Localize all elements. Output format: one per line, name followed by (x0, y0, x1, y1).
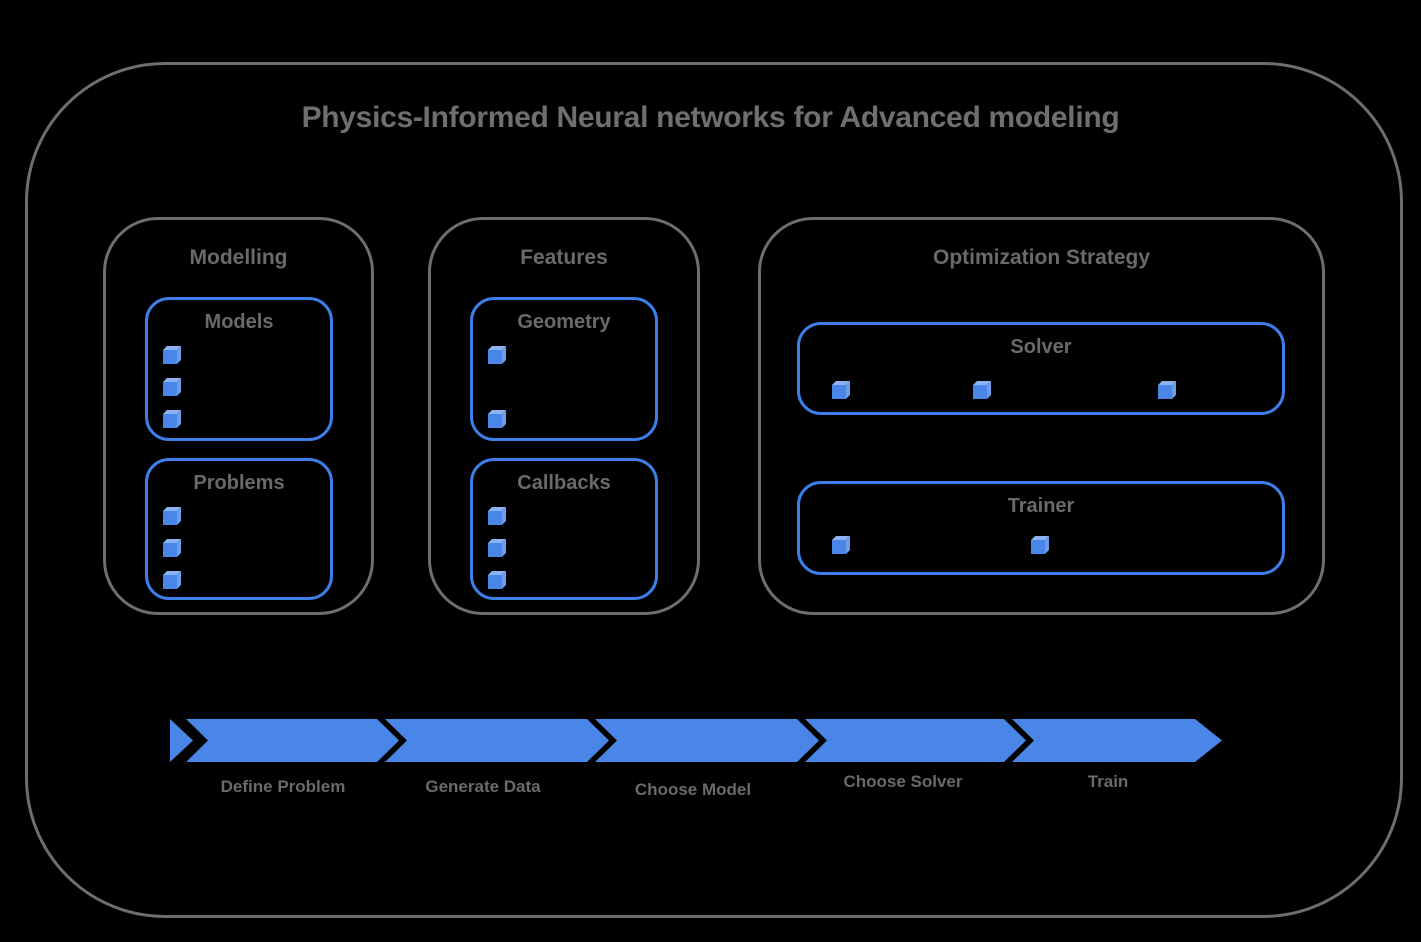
bullet-list (800, 484, 1282, 572)
cube-bullet-icon (488, 511, 502, 525)
card-geometry: Geometry (470, 297, 658, 441)
flow-segment-icon (186, 719, 399, 762)
card-models-label: Models (204, 311, 274, 333)
cube-bullet-icon (1158, 385, 1172, 399)
cube-bullet-icon (1031, 540, 1045, 554)
cube-bullet-icon (488, 575, 502, 589)
bullet-list (800, 325, 1282, 412)
cube-bullet-icon (488, 414, 502, 428)
card-problems: Problems (145, 458, 333, 600)
group-features-label: Features (520, 246, 608, 269)
flow-segment-icon (595, 719, 819, 762)
flow-segment-arrowhead-icon (1012, 719, 1222, 762)
cube-bullet-icon (163, 511, 177, 525)
group-optimization-strategy-label: Optimization Strategy (932, 246, 1151, 269)
flow-step-choose-model: Choose Model (634, 780, 752, 799)
card-callbacks: Callbacks (470, 458, 658, 600)
group-modelling-label: Modelling (189, 246, 288, 269)
flow-step-choose-solver: Choose Solver (843, 772, 963, 791)
group-modelling: Modelling (103, 217, 374, 615)
cube-bullet-icon (488, 350, 502, 364)
card-solver-label: Solver (1010, 336, 1072, 358)
bullet-list (163, 350, 177, 428)
cube-bullet-icon (163, 543, 177, 557)
diagram-title: Physics-Informed Neural networks for Adv… (301, 101, 1120, 134)
cube-bullet-icon (488, 543, 502, 557)
cube-bullet-icon (163, 414, 177, 428)
flow-step-define-problem: Define Problem (220, 777, 346, 796)
outer-frame (25, 62, 1403, 918)
flow-step-generate-data: Generate Data (425, 777, 541, 796)
cube-bullet-icon (163, 575, 177, 589)
card-solver: Solver (797, 322, 1285, 415)
bullet-list (488, 350, 502, 428)
cube-bullet-icon (832, 540, 846, 554)
cube-bullet-icon (163, 382, 177, 396)
card-callbacks-label: Callbacks (517, 472, 611, 494)
cube-bullet-icon (832, 385, 846, 399)
cube-bullet-icon (163, 350, 177, 364)
flow-step-train: Train (1087, 772, 1129, 791)
group-optimization-strategy: Optimization Strategy (758, 217, 1325, 615)
card-trainer-label: Trainer (1007, 495, 1075, 517)
flow-segment-icon (805, 719, 1026, 762)
card-problems-label: Problems (193, 472, 285, 494)
group-features: Features (428, 217, 700, 615)
flow-start-chevron-icon (170, 719, 193, 762)
card-trainer: Trainer (797, 481, 1285, 575)
process-flow-arrow (170, 719, 1222, 762)
cube-bullet-icon (973, 385, 987, 399)
bullet-list (488, 511, 502, 589)
card-geometry-label: Geometry (517, 311, 611, 333)
flow-segment-icon (385, 719, 609, 762)
bullet-list (163, 511, 177, 589)
card-models: Models (145, 297, 333, 441)
